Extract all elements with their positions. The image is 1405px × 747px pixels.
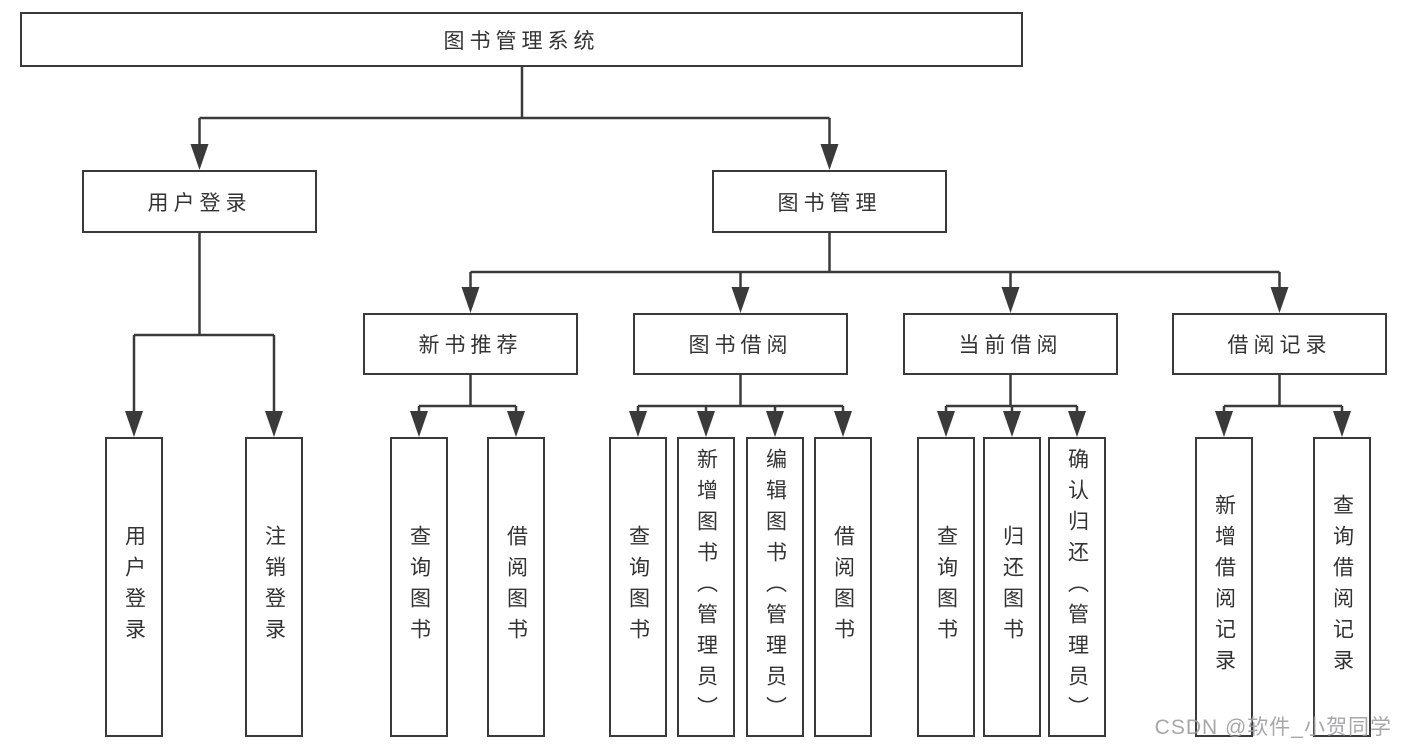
leaf-edit-books-admin: 编辑图书（管理员） [746,437,804,737]
node-user-login: 用户登录 [82,170,317,233]
csdn-watermark: CSDN @软件_小贺同学 [1154,716,1392,739]
node-borrow-record: 借阅记录 [1172,313,1387,375]
leaf-confirm-return-admin: 确认归还（管理员） [1048,437,1106,737]
leaf-query-books-recommend: 查询图书 [390,437,448,737]
leaf-query-books-borrow: 查询图书 [609,437,667,737]
leaf-user-login: 用户登录 [105,437,163,737]
node-book-management: 图书管理 [712,170,947,233]
node-root-library-system: 图书管理系统 [20,12,1023,67]
leaf-logout-login: 注销登录 [245,437,303,737]
leaf-return-books: 归还图书 [983,437,1041,737]
leaf-add-books-admin: 新增图书（管理员） [677,437,735,737]
leaf-borrow-books-recommend: 借阅图书 [487,437,545,737]
node-current-borrow: 当前借阅 [903,313,1118,375]
node-book-borrow: 图书借阅 [633,313,848,375]
node-new-book-recommend: 新书推荐 [363,313,578,375]
leaf-borrow-books: 借阅图书 [814,437,872,737]
leaf-query-borrow-record: 查询借阅记录 [1313,437,1371,737]
leaf-add-borrow-record: 新增借阅记录 [1195,437,1253,737]
leaf-query-books-current: 查询图书 [917,437,975,737]
